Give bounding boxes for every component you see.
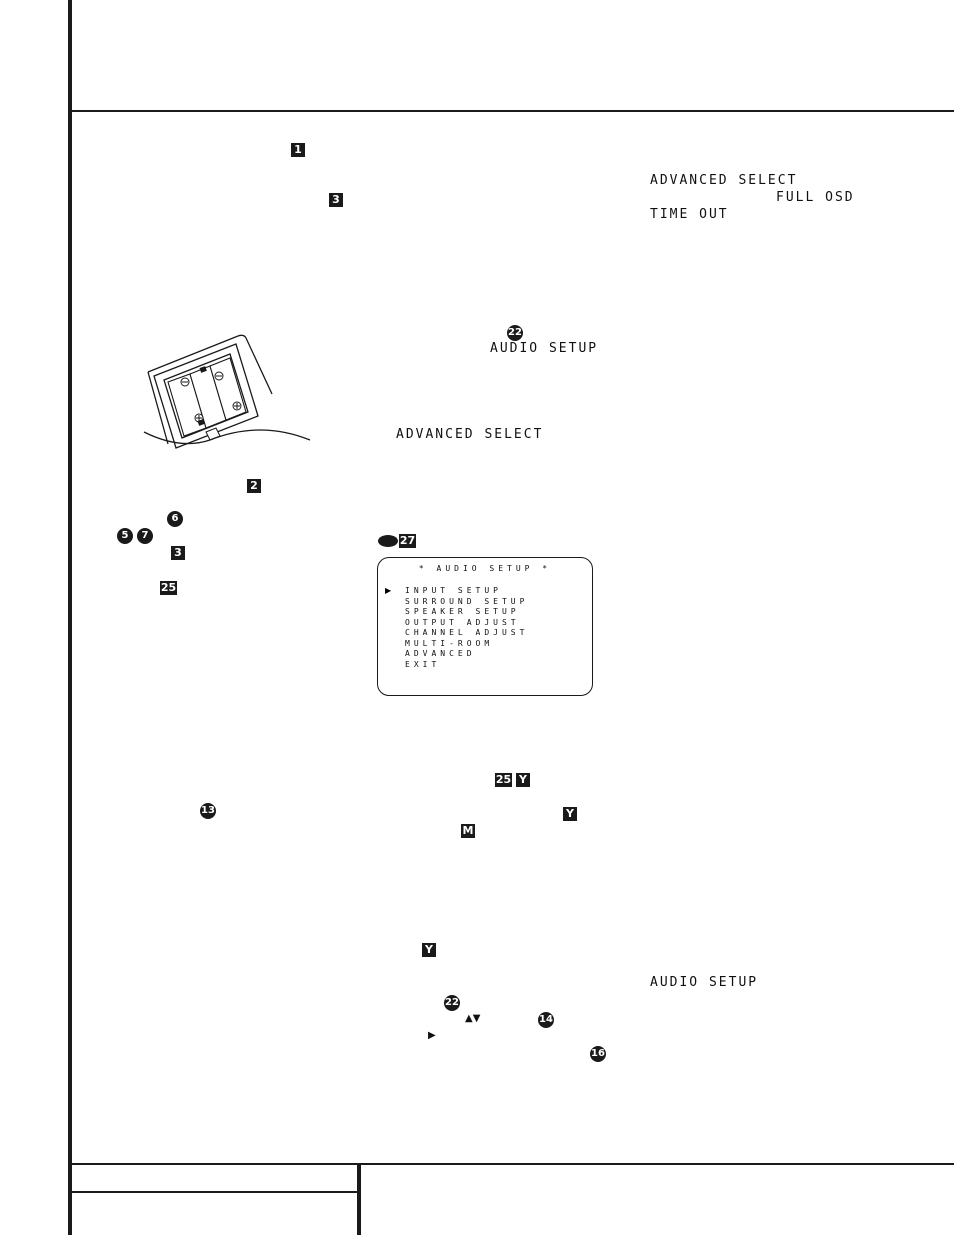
left-margin-bar: [68, 0, 72, 1235]
osd-audio-setup-screen: * AUDIO SETUP * ▶ INPUT SETUP SURROUND S…: [377, 557, 593, 696]
callout-circle-14: 14: [538, 1012, 554, 1028]
callout-badge-25: 25: [160, 581, 177, 595]
footer-rule: [68, 1163, 954, 1165]
callout-badge-27: 27: [399, 534, 416, 548]
callout-circle-22: 22: [507, 325, 523, 341]
right-arrow-icon: ▶: [428, 1030, 436, 1041]
callout-oval-bullet: [378, 535, 398, 547]
lcd-advanced-select: ADVANCED SELECT: [396, 427, 544, 442]
osd-item-exit[interactable]: EXIT: [405, 659, 441, 669]
callout-badge-m: M: [461, 824, 475, 838]
callout-badge-2: 2: [247, 479, 261, 493]
callout-circle-16: 16: [590, 1046, 606, 1062]
osd-item-advanced[interactable]: ADVANCED: [405, 649, 476, 658]
lcd-time-out: TIME OUT: [650, 207, 729, 222]
callout-badge-1: 1: [291, 143, 305, 157]
lcd-advanced-select-top: ADVANCED SELECT: [650, 173, 798, 188]
callout-badge-3: 3: [329, 193, 343, 207]
osd-title: * AUDIO SETUP *: [418, 564, 552, 573]
osd-item-surround-setup[interactable]: SURROUND SETUP: [405, 596, 529, 606]
header-rule: [68, 110, 954, 112]
remote-battery-compartment-icon: [143, 334, 311, 449]
osd-item-multi-room[interactable]: MULTI-ROOM: [405, 638, 494, 648]
osd-item-output-adjust[interactable]: OUTPUT ADJUST: [405, 617, 520, 627]
callout-circle-5: 5: [117, 528, 133, 544]
callout-badge-3b: 3: [171, 546, 185, 560]
footer-sub-rule: [68, 1191, 359, 1193]
callout-circle-13: 13: [200, 803, 216, 819]
callout-badge-y: Y: [516, 773, 530, 787]
callout-badge-y-2: Y: [563, 807, 577, 821]
callout-badge-y-3: Y: [422, 943, 436, 957]
callout-circle-22b: 22: [444, 995, 460, 1011]
callout-circle-7: 7: [137, 528, 153, 544]
lcd-audio-setup-bottom: AUDIO SETUP: [650, 975, 759, 990]
osd-item-input-setup[interactable]: INPUT SETUP: [405, 586, 502, 595]
callout-circle-6: 6: [167, 511, 183, 527]
lcd-full-osd: FULL OSD: [776, 190, 855, 205]
up-down-arrow-icon: ▲▼: [465, 1013, 481, 1024]
lcd-audio-setup: AUDIO SETUP: [490, 341, 599, 356]
callout-badge-25b: 25: [495, 773, 512, 787]
osd-item-channel-adjust[interactable]: CHANNEL ADJUST: [405, 628, 529, 637]
osd-menu-list: INPUT SETUP SURROUND SETUP SPEAKER SETUP…: [405, 586, 528, 670]
osd-item-speaker-setup[interactable]: SPEAKER SETUP: [405, 607, 520, 616]
osd-cursor-icon: ▶: [385, 586, 392, 595]
footer-divider: [357, 1163, 361, 1235]
